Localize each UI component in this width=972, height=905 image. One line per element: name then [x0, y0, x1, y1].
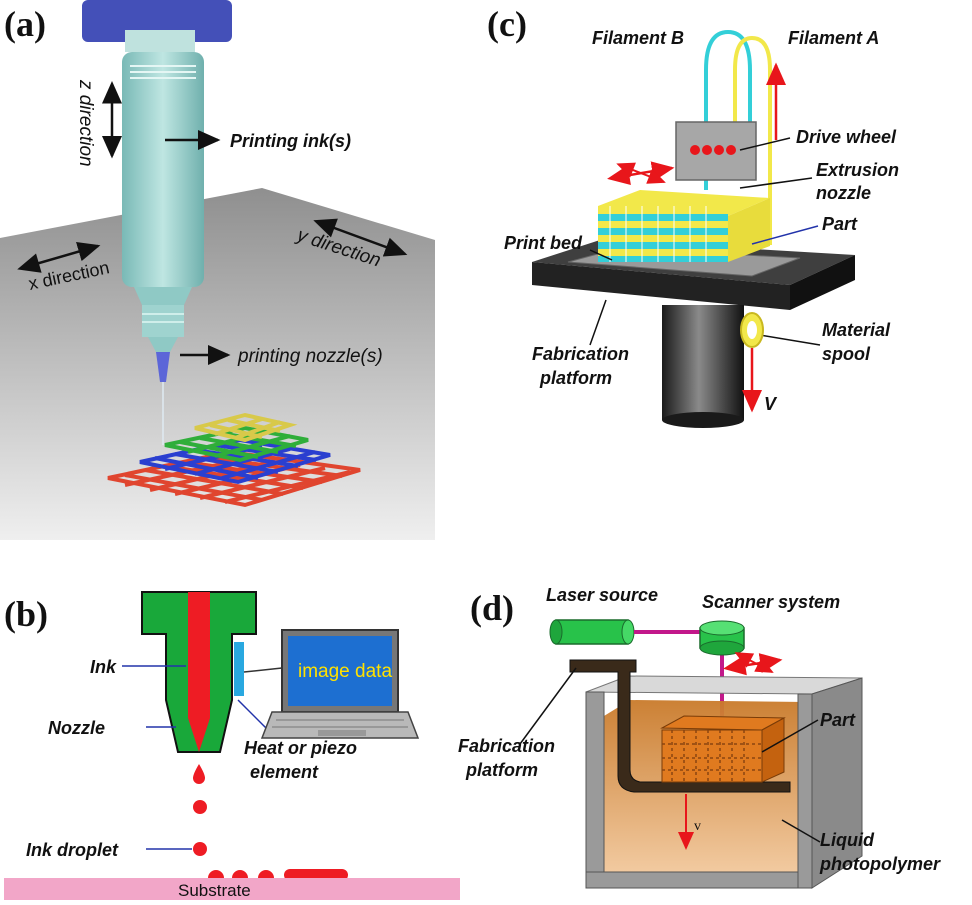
fabrication-platform-label-1: Fabrication	[532, 344, 629, 364]
piezo-element	[234, 642, 244, 696]
part-lattice	[598, 190, 770, 262]
printing-inks-label: Printing ink(s)	[230, 131, 351, 151]
ink-droplet-label: Ink droplet	[26, 840, 119, 860]
panel-a-label: (a)	[4, 4, 46, 44]
drive-wheel-label: Drive wheel	[796, 127, 897, 147]
panel-c: (c)	[487, 4, 899, 428]
filament-a	[733, 35, 772, 245]
filament-a-label: Filament A	[788, 28, 879, 48]
print-bed-label: Print bed	[504, 233, 583, 253]
liquid-photopolymer-label-2: photopolymer	[819, 854, 941, 874]
printing-nozzle	[156, 352, 170, 382]
scanner-system	[699, 620, 745, 656]
x-direction-arrow	[17, 241, 101, 273]
substrate	[4, 878, 460, 900]
printing-nozzles-label: printing nozzle(s)	[237, 346, 383, 367]
panel-b: (b) image data	[4, 591, 460, 900]
y-direction-arrow	[313, 218, 408, 257]
panel-d: (d)	[458, 585, 941, 889]
part-label-c: Part	[822, 214, 858, 234]
velocity-label-d: v	[694, 819, 701, 834]
nozzle-label: Nozzle	[48, 718, 105, 738]
material-spool-label-2: spool	[822, 344, 871, 364]
filament-b	[704, 29, 752, 190]
image-data-label: image data	[298, 661, 392, 682]
fabrication-platform-label-2: platform	[539, 368, 612, 388]
syringe-body	[122, 52, 204, 287]
heat-piezo-label-2: element	[250, 762, 319, 782]
ink-label: Ink	[90, 657, 117, 677]
ink-droplet	[193, 800, 207, 814]
z-direction-label: z direction	[75, 79, 96, 167]
scanner-system-label: Scanner system	[702, 592, 840, 612]
heat-piezo-label-1: Heat or piezo	[244, 738, 357, 758]
filament-b-label: Filament B	[592, 28, 684, 48]
extrusion-nozzle-label-2: nozzle	[816, 183, 871, 203]
panel-a: (a) z direction y direction x direction …	[0, 0, 435, 540]
platform-column	[662, 305, 744, 420]
substrate-label: Substrate	[178, 881, 251, 900]
lattice-yellow	[194, 412, 298, 443]
panel-c-label: (c)	[487, 4, 527, 44]
liquid-photopolymer-label-1: Liquid	[820, 830, 875, 850]
panel-b-label: (b)	[4, 594, 48, 634]
panel-d-label: (d)	[470, 588, 514, 628]
laser-source-label: Laser source	[546, 585, 658, 605]
ink-channel	[188, 592, 210, 752]
laptop-icon	[260, 629, 420, 739]
velocity-label-c: V	[764, 394, 778, 414]
extrusion-nozzle-label-1: Extrusion	[816, 160, 899, 180]
material-spool-label-1: Material	[822, 320, 891, 340]
fabrication-platform-label-d2: platform	[465, 760, 538, 780]
fabrication-platform	[569, 659, 791, 793]
fabrication-platform-label-d1: Fabrication	[458, 736, 555, 756]
laser-source	[549, 619, 635, 645]
part-label-d: Part	[820, 710, 856, 730]
part-grid	[660, 715, 786, 783]
